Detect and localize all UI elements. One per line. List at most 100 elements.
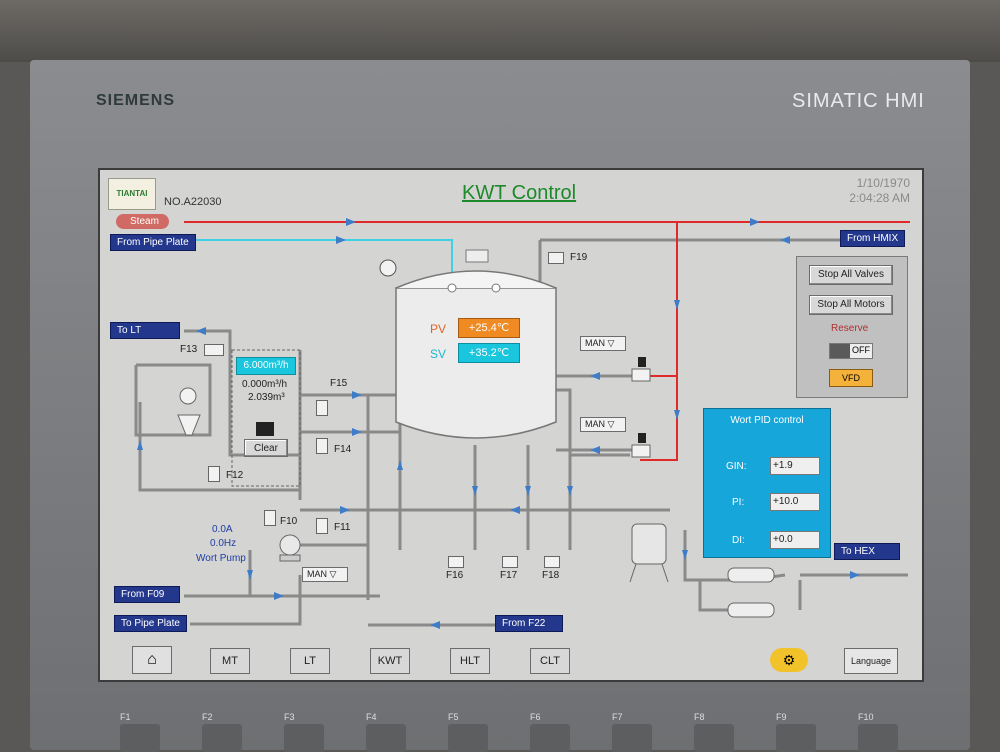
flow-arrows [137,218,860,629]
fkey-button[interactable] [448,724,488,752]
chevron-down-icon: ▽ [329,569,337,579]
fkey-label-f10: F10 [858,712,874,722]
fkey-button[interactable] [202,724,242,752]
nav-mt-button[interactable]: MT [210,648,250,674]
valve-label-f17: F17 [500,570,518,581]
water-line [190,239,453,282]
valve-mode-select[interactable]: MAN ▽ [580,336,626,351]
fkey-button[interactable] [694,724,734,752]
fkey-button[interactable] [530,724,570,752]
from-f09-button[interactable]: From F09 [114,586,180,603]
stop-all-valves-button[interactable]: Stop All Valves [809,265,893,285]
valve-label-f14: F14 [334,444,352,455]
fkey-button[interactable] [612,724,652,752]
valve-f11[interactable] [316,518,328,534]
from-f22-button[interactable]: From F22 [495,615,563,632]
to-pipe-plate-button[interactable]: To Pipe Plate [114,615,187,632]
fkey-label-f5: F5 [448,712,459,722]
di-field[interactable]: +0.0 [770,531,820,549]
toggle-knob [830,344,850,358]
clear-button[interactable]: Clear [244,439,288,457]
nav-lt-button[interactable]: LT [290,648,330,674]
nav-kwt-button[interactable]: KWT [370,648,410,674]
vfd-button[interactable]: VFD [829,369,873,387]
pid-title: Wort PID control [730,415,804,426]
fkey-button[interactable] [858,724,898,752]
actuated-valves [631,357,651,458]
home-button[interactable]: ⌂ [132,646,172,674]
wort-pump [279,534,301,562]
sv-value[interactable]: +35.2℃ [458,343,520,363]
valve-label-f12: F12 [226,470,244,481]
fkey-label-f8: F8 [694,712,705,722]
home-icon: ⌂ [147,651,157,668]
language-button[interactable]: Language [844,648,898,674]
pipe-diagram [134,218,910,629]
valve-mode-select[interactable]: MAN ▽ [580,417,626,432]
pump-current: 0.0A [212,524,233,535]
pi-label: PI: [732,497,745,508]
flow-total: 2.039m³ [248,392,285,403]
fkey-button[interactable] [776,724,816,752]
steam-label: Steam [116,214,169,229]
plate-number: NO.A22030 [164,196,222,208]
mode-value: MAN [307,569,327,579]
valve-f15[interactable] [316,400,328,416]
valve-label-f11: F11 [334,522,351,533]
mode-value: MAN [585,419,605,429]
hmi-screen: TIANTAI NO.A22030 KWT Control 1/10/1970 … [98,168,924,682]
nav-hlt-button[interactable]: HLT [450,648,490,674]
housing-top [0,0,1000,62]
fkey-label-f1: F1 [120,712,131,722]
brand-label: SIEMENS [96,92,176,109]
valve-f14[interactable] [316,438,328,454]
whirlpool-vessel [629,523,669,583]
page-title: KWT Control [462,182,577,204]
reserve-label: Reserve [831,323,869,334]
valve-f18[interactable] [544,556,560,568]
from-pipe-plate-button[interactable]: From Pipe Plate [110,234,196,251]
pump-mode-select[interactable]: MAN ▽ [302,567,348,582]
gin-field[interactable]: +1.9 [770,457,820,475]
valve-f12[interactable] [208,466,220,482]
company-logo: TIANTAI [108,178,156,210]
fkey-label-f6: F6 [530,712,541,722]
valve-f19[interactable] [548,252,564,264]
to-hex-button[interactable]: To HEX [834,543,900,560]
toggle-state: OFF [852,345,870,355]
pv-label: PV [430,322,447,336]
stop-all-motors-button[interactable]: Stop All Motors [809,295,893,315]
valve-label-f15: F15 [330,378,348,389]
reserve-toggle[interactable]: OFF [829,343,873,359]
valve-f13[interactable] [204,344,224,356]
mode-value: MAN [585,338,605,348]
nav-clt-button[interactable]: CLT [530,648,570,674]
fkey-label-f7: F7 [612,712,623,722]
valve-label-f19: F19 [570,252,588,263]
from-hmix-button[interactable]: From HMIX [840,230,906,247]
valve-label-f18: F18 [542,570,560,581]
di-label: DI: [732,535,745,546]
pid-panel: Wort PID control GIN: +1.9 PI: +10.0 DI:… [703,408,831,558]
fkey-label-f3: F3 [284,712,295,722]
flow-rate: 0.000m³/h [242,379,288,390]
fkey-label-f9: F9 [776,712,787,722]
fkey-button[interactable] [284,724,324,752]
settings-button[interactable]: ⚙ [770,648,808,672]
valve-f16[interactable] [448,556,464,568]
valve-f10[interactable] [264,510,276,526]
pi-field[interactable]: +10.0 [770,493,820,511]
gin-label: GIN: [726,461,747,472]
sv-label: SV [430,347,447,361]
flowmeter-body [256,422,274,436]
chevron-down-icon: ▽ [607,419,615,429]
valve-f17[interactable] [502,556,518,568]
to-lt-button[interactable]: To LT [110,322,180,339]
fkey-label-f4: F4 [366,712,377,722]
flow-setpoint-field[interactable]: 6.000m³/h [236,357,296,375]
model-label: SIMATIC HMI [792,90,925,112]
fkey-button[interactable] [120,724,160,752]
flowmeter-frame [231,349,301,487]
fkey-button[interactable] [366,724,406,752]
valve-label-f10: F10 [280,516,298,527]
